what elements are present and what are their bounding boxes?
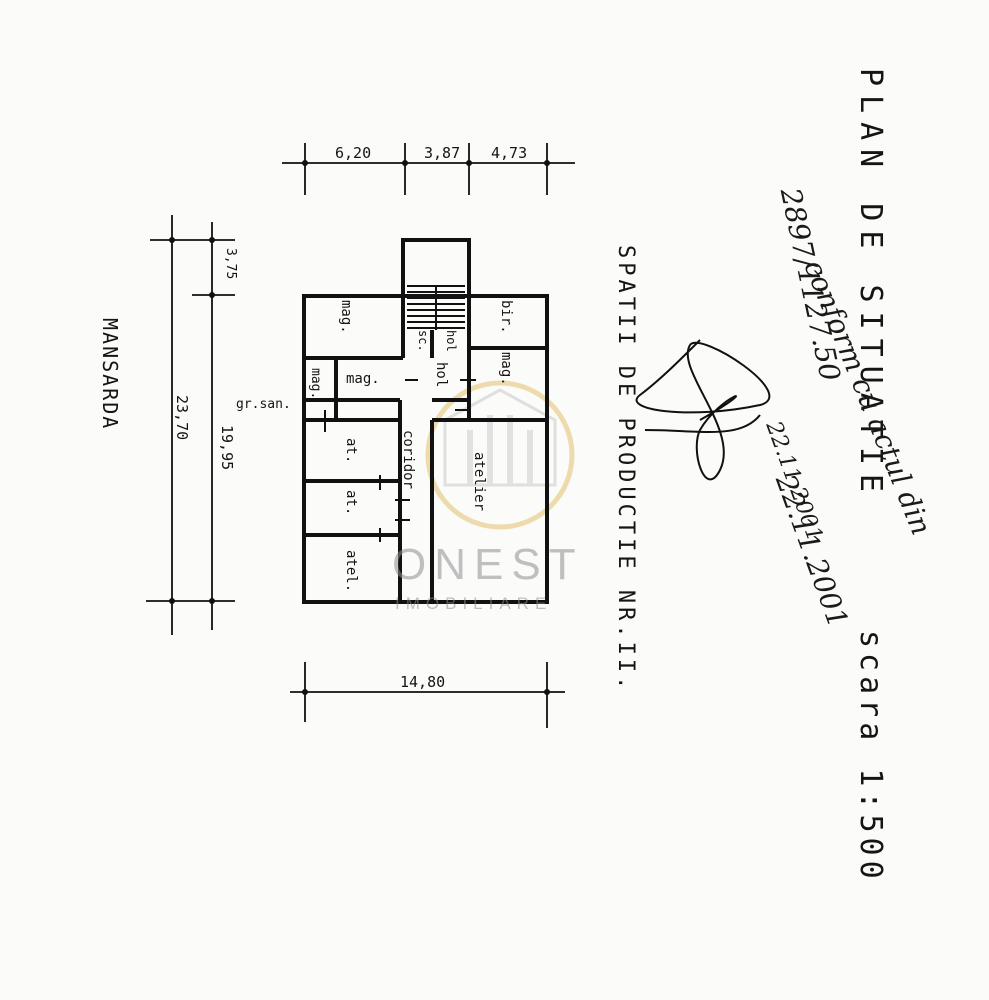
watermark-tagline: IMOBILIARE bbox=[395, 594, 553, 613]
interior-walls bbox=[304, 296, 547, 602]
level-label: MANSARDA bbox=[98, 318, 122, 431]
room-bir: bir. bbox=[498, 300, 514, 334]
bottom-dimension-line: 14,80 bbox=[290, 662, 565, 728]
room-labels: mag. sc. hol bir. mag. hol mag. mag. gr.… bbox=[236, 300, 514, 592]
room-corridor: coridor bbox=[400, 430, 416, 489]
scale-label: scara 1:500 bbox=[853, 630, 888, 884]
room-hol-1: hol bbox=[444, 330, 458, 352]
stair-treads bbox=[407, 285, 465, 330]
dim-top-2: 3,87 bbox=[424, 144, 460, 162]
left-dimension-lines bbox=[146, 215, 235, 635]
dim-left-stair: 3,75 bbox=[223, 248, 238, 280]
room-mag-4: mag. bbox=[308, 368, 323, 399]
dim-left-inner: 19,95 bbox=[218, 425, 236, 471]
room-sc: sc. bbox=[416, 330, 430, 352]
watermark-brand: ONEST bbox=[392, 540, 584, 589]
signature-scribble bbox=[635, 339, 771, 481]
room-atel: atel. bbox=[343, 550, 359, 592]
room-mag-3: mag. bbox=[346, 371, 380, 387]
dim-top-1: 6,20 bbox=[335, 144, 371, 162]
room-gr-san: gr.san. bbox=[236, 397, 291, 412]
room-mag-2: mag. bbox=[498, 352, 514, 386]
room-at-2: at. bbox=[343, 490, 359, 515]
room-atelier: atelier bbox=[471, 452, 487, 511]
dim-top-3: 4,73 bbox=[491, 144, 527, 162]
room-hol-2: hol bbox=[433, 362, 449, 387]
watermark-logo bbox=[425, 380, 575, 530]
building-outline bbox=[302, 238, 549, 604]
room-at-1: at. bbox=[343, 438, 359, 463]
dim-bottom: 14,80 bbox=[400, 673, 445, 691]
dim-left-total: 23,70 bbox=[173, 395, 191, 441]
subtitle: SPATII DE PRODUCTIE NR.II. bbox=[613, 245, 638, 694]
top-dimension-line: 6,20 3,87 4,73 bbox=[282, 143, 575, 195]
room-mag-1: mag. bbox=[338, 300, 354, 334]
